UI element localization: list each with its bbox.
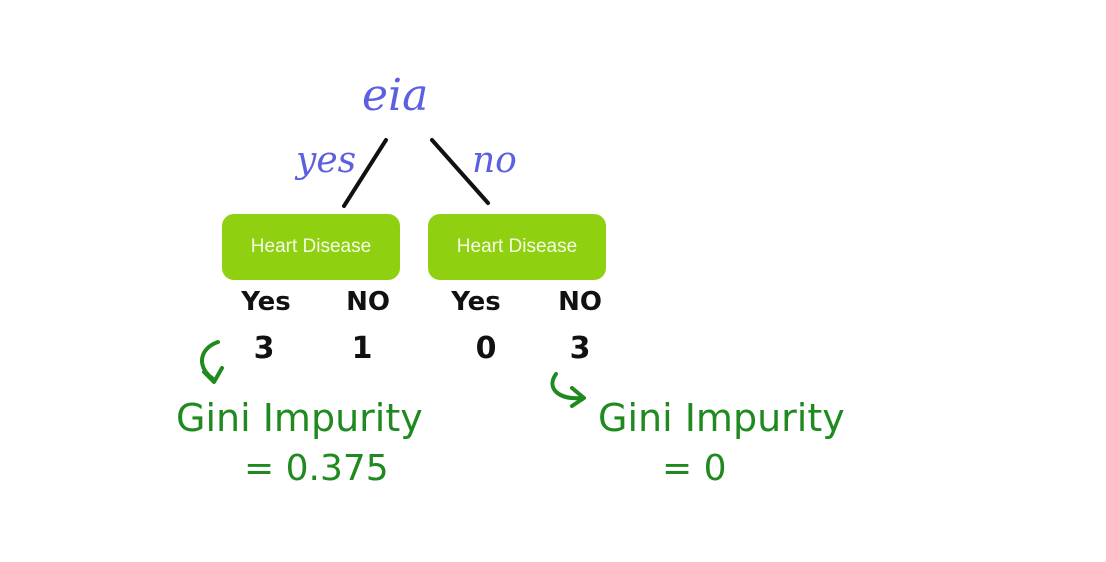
leaf-node-right: Heart Disease <box>428 214 606 280</box>
right-yes-value: 0 <box>475 331 497 366</box>
right-no-header: NO <box>558 287 602 317</box>
leaf-node-left: Heart Disease <box>222 214 400 280</box>
branch-label-yes: yes <box>296 140 357 181</box>
edge-yes <box>342 138 388 208</box>
right-yes-header: Yes <box>451 287 501 317</box>
edge-no <box>430 138 490 205</box>
arrowhead-left-icon <box>202 366 224 384</box>
arrowhead-right-icon <box>570 386 586 408</box>
gini-value-left: = 0.375 <box>244 448 389 489</box>
gini-title-left: Gini Impurity <box>176 396 423 440</box>
left-no-header: NO <box>346 287 390 317</box>
left-no-value: 1 <box>351 331 373 366</box>
gini-title-right: Gini Impurity <box>598 396 845 440</box>
branch-label-no: no <box>472 140 517 181</box>
root-node-label: eia <box>362 70 429 121</box>
right-no-value: 3 <box>569 331 591 366</box>
gini-value-right: = 0 <box>662 448 727 489</box>
curved-arrow-right-icon <box>550 372 584 401</box>
left-yes-value: 3 <box>253 331 275 366</box>
left-yes-header: Yes <box>241 287 291 317</box>
